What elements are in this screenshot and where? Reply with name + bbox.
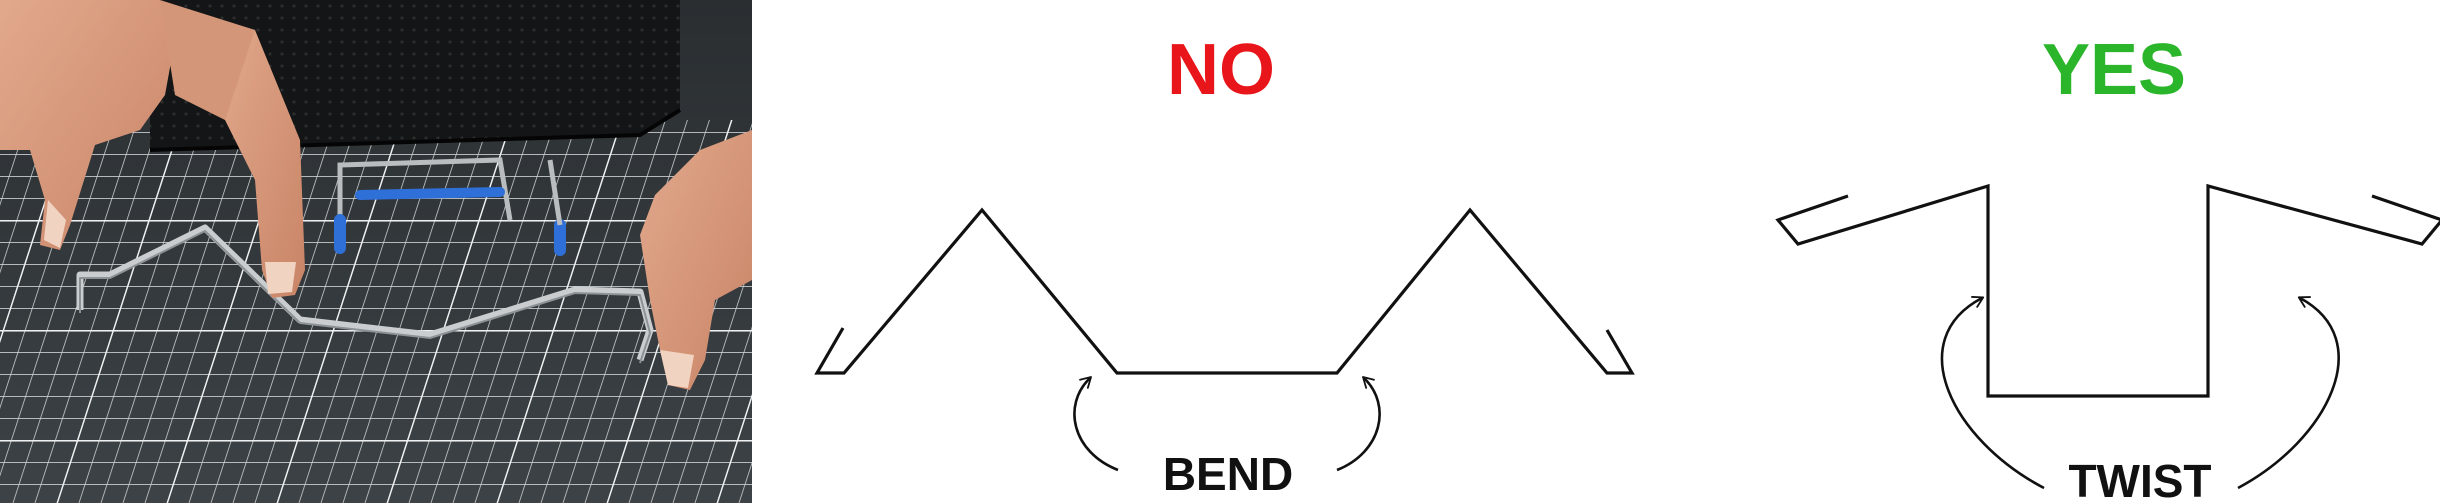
yes-heading: YES xyxy=(2042,30,2187,110)
twist-caption: TWIST xyxy=(2068,455,2211,503)
twist-arrow-left xyxy=(1940,296,2045,490)
diagram-panel: NO YES BEND TWIST xyxy=(752,0,2440,503)
bent-wire-profile xyxy=(814,207,1635,375)
twist-arrow-right xyxy=(2237,296,2340,490)
bend-caption: BEND xyxy=(1163,448,1293,500)
wire-diagrams: BEND TWIST xyxy=(814,183,2440,503)
hands-bending-wire-icon xyxy=(0,0,752,503)
twisted-wire-profile xyxy=(1775,183,2440,398)
no-heading: NO xyxy=(1167,30,1275,110)
bend-arrow-right xyxy=(1336,376,1381,472)
bend-arrow-left xyxy=(1073,376,1119,472)
photo-panel xyxy=(0,0,752,503)
